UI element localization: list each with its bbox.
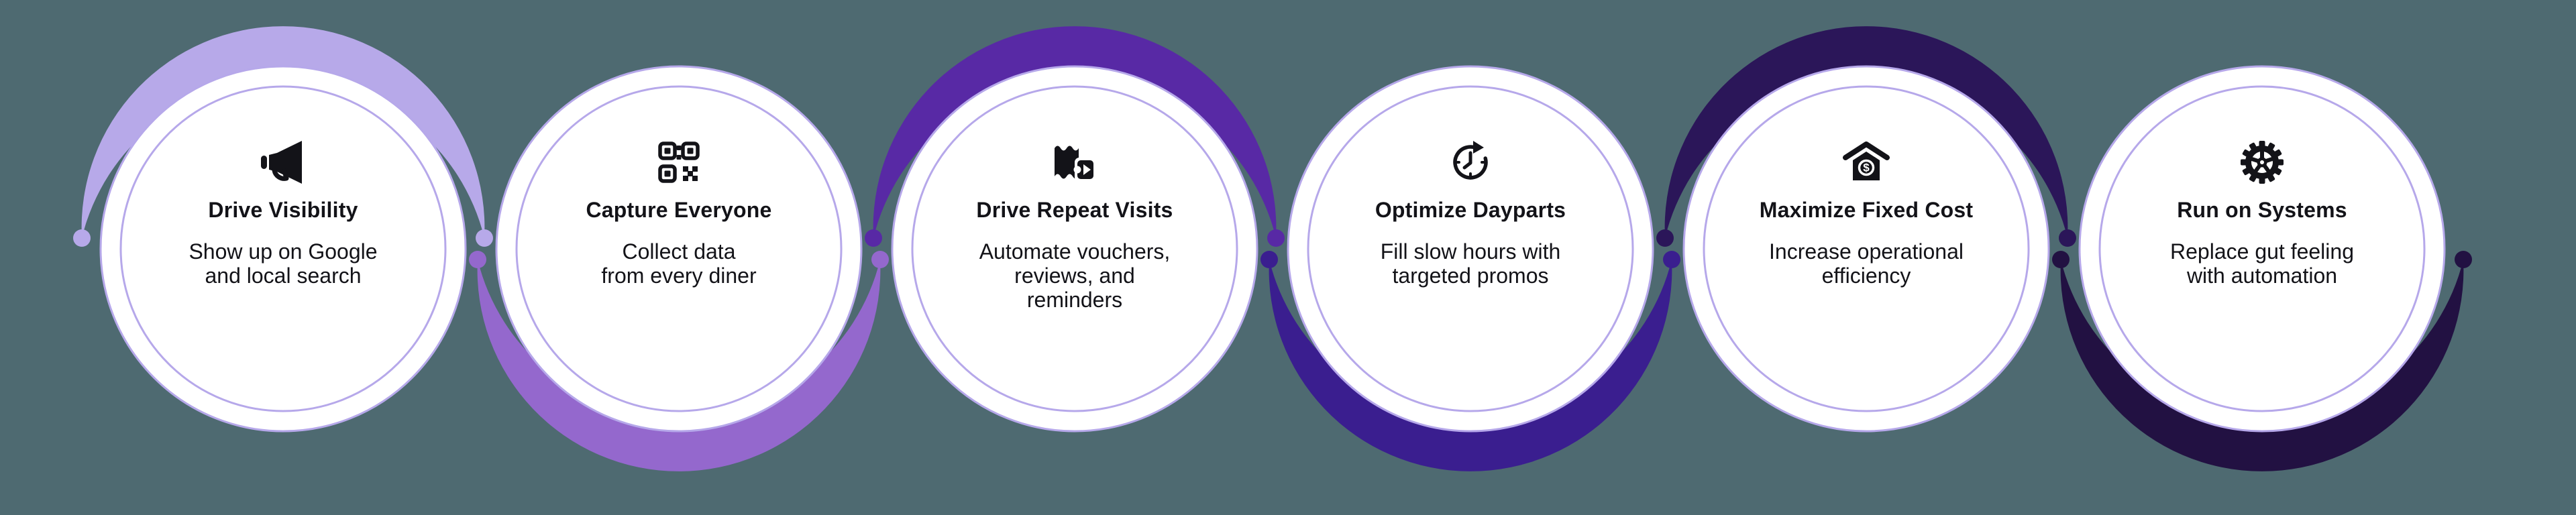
step-description: Replace gut feeling with automation: [2080, 239, 2445, 288]
gear-icon: [2241, 141, 2284, 184]
step-description-line: targeted promos: [1392, 264, 1549, 288]
dollar-sign: $: [1863, 162, 1870, 174]
step-description-line: with automation: [2186, 264, 2338, 288]
step-5-label: Maximize Fixed Cost Increase operational…: [1684, 0, 2049, 515]
house-dollar-icon: $: [1843, 141, 1890, 180]
step-4-label: Optimize Dayparts Fill slow hours with t…: [1288, 0, 1653, 515]
step-circle-3: [891, 65, 1258, 433]
step-3-label: Drive Repeat Visits Automate vouchers, r…: [892, 0, 1257, 515]
step-6-label: Run on Systems Replace gut feeling with …: [2080, 0, 2445, 515]
step-description-line: Automate vouchers,: [979, 239, 1171, 264]
arc-connector-2: [469, 251, 889, 471]
step-description-line: Fill slow hours with: [1380, 239, 1561, 264]
step-description-line: and local search: [205, 264, 362, 288]
arc-connector-5: [1656, 26, 2076, 247]
step-title: Optimize Dayparts: [1375, 198, 1566, 222]
arc-connector-6: [2052, 251, 2472, 471]
step-description-line: Show up on Google: [189, 239, 378, 264]
step-title: Drive Repeat Visits: [976, 198, 1173, 222]
step-circle-5: $: [1682, 65, 2050, 433]
arc-connector-1: [73, 26, 493, 247]
arc-connector-3: [865, 26, 1285, 247]
step-description-line: reminders: [1026, 288, 1123, 312]
step-description: Show up on Google and local search: [101, 239, 466, 288]
step-circle-2: [495, 65, 863, 433]
step-description: Increase operational efficiency: [1684, 239, 2049, 288]
step-description-line: reviews, and: [1014, 264, 1135, 288]
step-circle-6: [2078, 65, 2446, 433]
step-description-line: Replace gut feeling: [2170, 239, 2354, 264]
step-description-line: Collect data: [622, 239, 736, 264]
clock-refresh-icon: [1453, 141, 1488, 180]
step-1-label: Drive Visibility Show up on Google and l…: [101, 0, 466, 515]
step-title: Capture Everyone: [586, 198, 772, 222]
qr-code-icon: [658, 141, 700, 183]
step-circle-4: [1287, 65, 1654, 433]
step-title: Drive Visibility: [208, 198, 358, 222]
step-description: Collect data from every diner: [496, 239, 861, 288]
step-description-line: from every diner: [601, 264, 757, 288]
step-description: Automate vouchers, reviews, and reminder…: [892, 239, 1257, 312]
step-description: Fill slow hours with targeted promos: [1288, 239, 1653, 288]
step-title: Run on Systems: [2177, 198, 2347, 222]
step-description-line: Increase operational: [1769, 239, 1964, 264]
arc-connector-4: [1260, 251, 1680, 471]
megaphone-icon: [261, 141, 302, 184]
step-circle-1: [99, 65, 467, 433]
step-2-label: Capture Everyone Collect data from every…: [496, 0, 861, 515]
step-title: Maximize Fixed Cost: [1759, 198, 1974, 222]
receipt-voucher-icon: [1055, 146, 1095, 182]
step-description-line: efficiency: [1821, 264, 1911, 288]
